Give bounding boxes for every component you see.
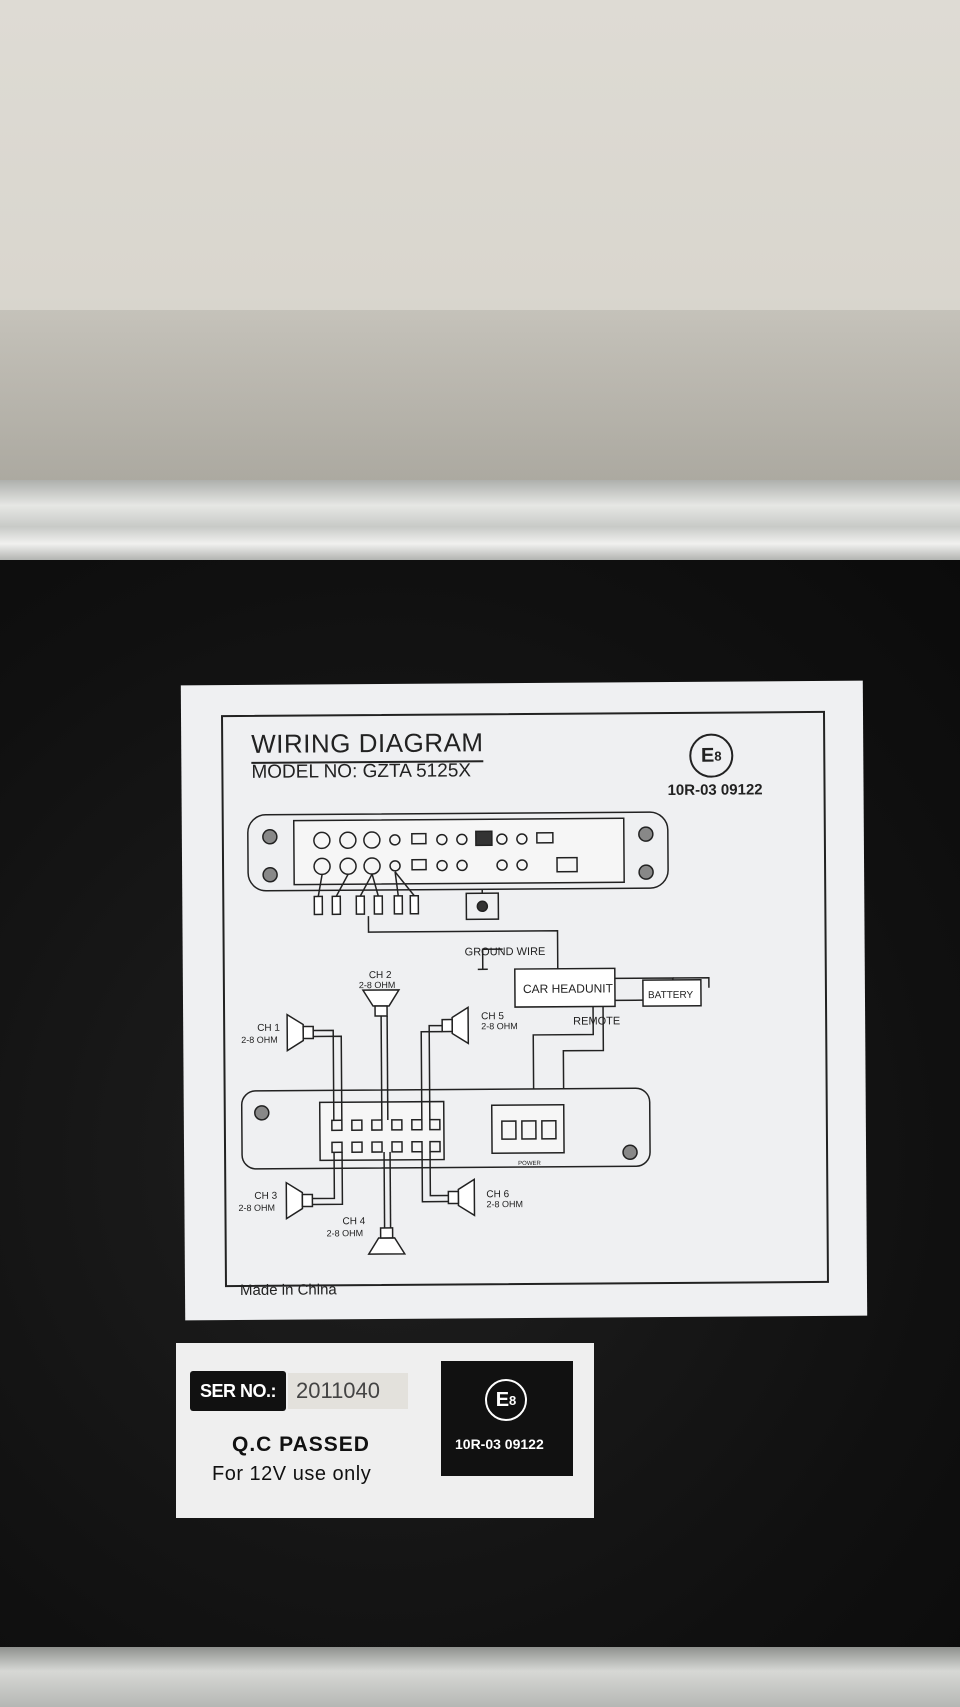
wiring-diagram: GROUND WIRE CAR HEADUNIT BATTERY REMOTE …: [238, 811, 710, 1255]
approval-number: 10R-03 09122: [455, 1436, 544, 1452]
serial-number: 2011040: [288, 1373, 408, 1409]
e-mark-letter: E: [700, 744, 715, 767]
battery-text: BATTERY: [648, 990, 694, 1001]
bottom-amplifier-drawing: [240, 1087, 651, 1170]
speaker-wires: [312, 1015, 449, 1228]
car-headunit-text: CAR HEADUNIT: [523, 981, 614, 996]
made-in-china: Made in China: [239, 1281, 337, 1299]
shadow-band: [0, 310, 960, 495]
top-amplifier-drawing: [247, 811, 669, 921]
rca-cables: [313, 871, 559, 969]
remote-text: REMOTE: [573, 1015, 620, 1027]
ch3-ohm-text: 2-8 OHM: [238, 1203, 275, 1213]
label-title: WIRING DIAGRAM: [251, 727, 484, 764]
ch1-ohm-text: 2-8 OHM: [241, 1035, 278, 1045]
e-mark-number: 8: [714, 748, 722, 764]
case-rim-top: [0, 480, 960, 565]
ch6-ohm-text: 2-8 OHM: [486, 1199, 523, 1209]
ch1-text: CH 1: [257, 1023, 280, 1034]
ch2-text: CH 2: [369, 970, 392, 981]
power-text: POWER: [518, 1161, 541, 1167]
ch4-ohm-text: 2-8 OHM: [327, 1228, 364, 1238]
ch4-text: CH 4: [343, 1216, 366, 1227]
ground-wire-text: GROUND WIRE: [465, 946, 546, 959]
ch3-text: CH 3: [254, 1191, 277, 1202]
serial-label: SER NO.:: [190, 1371, 286, 1411]
speaker-drawings: [285, 989, 476, 1255]
e-mark-letter: E: [495, 1388, 510, 1411]
ch2-ohm-text: 2-8 OHM: [359, 980, 396, 990]
qc-sticker: SER NO.: 2011040 Q.C PASSED For 12V use …: [176, 1343, 594, 1518]
ch5-ohm-text: 2-8 OHM: [481, 1021, 518, 1031]
qc-passed: Q.C PASSED: [232, 1433, 370, 1456]
wall-background: [0, 0, 960, 490]
model-number: MODEL NO: GZTA 5125X: [251, 760, 472, 783]
ch6-text: CH 6: [486, 1189, 509, 1200]
voltage-note: For 12V use only: [212, 1463, 372, 1485]
head-unit-battery: [477, 948, 710, 1089]
ch5-text: CH 5: [481, 1011, 504, 1022]
case-rim-bottom: [0, 1647, 960, 1707]
e-mark-number: 8: [509, 1392, 517, 1408]
